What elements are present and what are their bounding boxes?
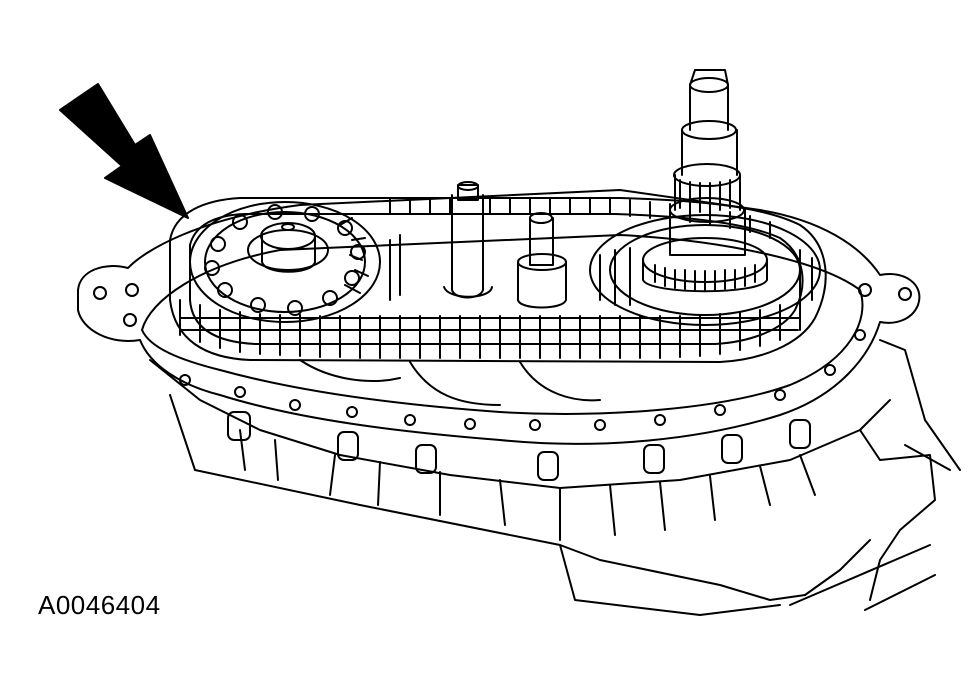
mainshaft-sprocket — [589, 69, 821, 326]
case-lower-body — [149, 339, 961, 616]
case-flange — [77, 189, 921, 445]
case-internals — [299, 234, 601, 406]
front-output-sprocket — [189, 201, 381, 323]
figure-id-label: A0046404 — [38, 590, 161, 620]
arrow-icon — [59, 83, 189, 219]
center-shafts — [443, 181, 567, 309]
drive-chain — [169, 197, 827, 363]
